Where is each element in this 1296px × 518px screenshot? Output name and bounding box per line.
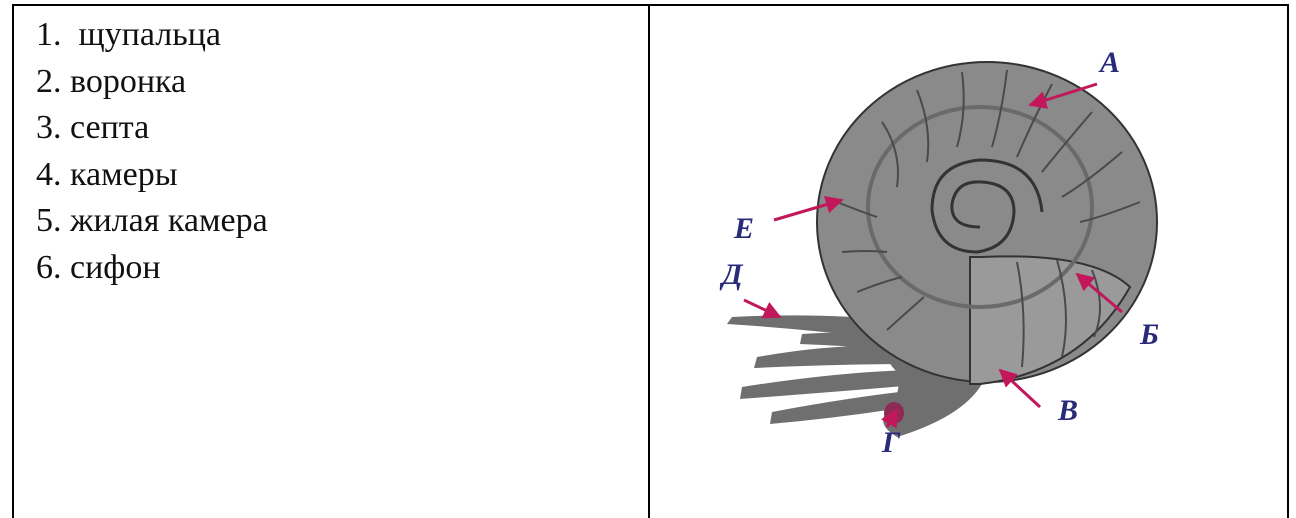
answer-table: 1. щупальца 2. воронка 3. септа 4. камер… [12, 4, 1289, 518]
label-b: Б [1139, 318, 1159, 351]
label-g: Г [881, 426, 901, 459]
shell [817, 62, 1157, 384]
legend-item-septum: 3. септа [36, 105, 268, 152]
nautilus-diagram: А Б В Г Д Е [662, 12, 1282, 512]
legend-list: 1. щупальца 2. воронка 3. септа 4. камер… [36, 12, 268, 291]
label-a: А [1098, 46, 1120, 79]
arrow-d [744, 300, 780, 317]
column-divider [648, 6, 650, 518]
legend-item-siphon: 6. сифон [36, 245, 268, 292]
legend-item-funnel: 2. воронка [36, 59, 268, 106]
legend-item-living-chamber: 5. жилая камера [36, 198, 268, 245]
living-chamber [970, 256, 1130, 384]
label-v: В [1057, 394, 1078, 427]
label-e: Е [733, 212, 754, 245]
legend-item-chambers: 4. камеры [36, 152, 268, 199]
legend-item-tentacles: 1. щупальца [36, 12, 268, 59]
label-d: Д [719, 258, 744, 291]
